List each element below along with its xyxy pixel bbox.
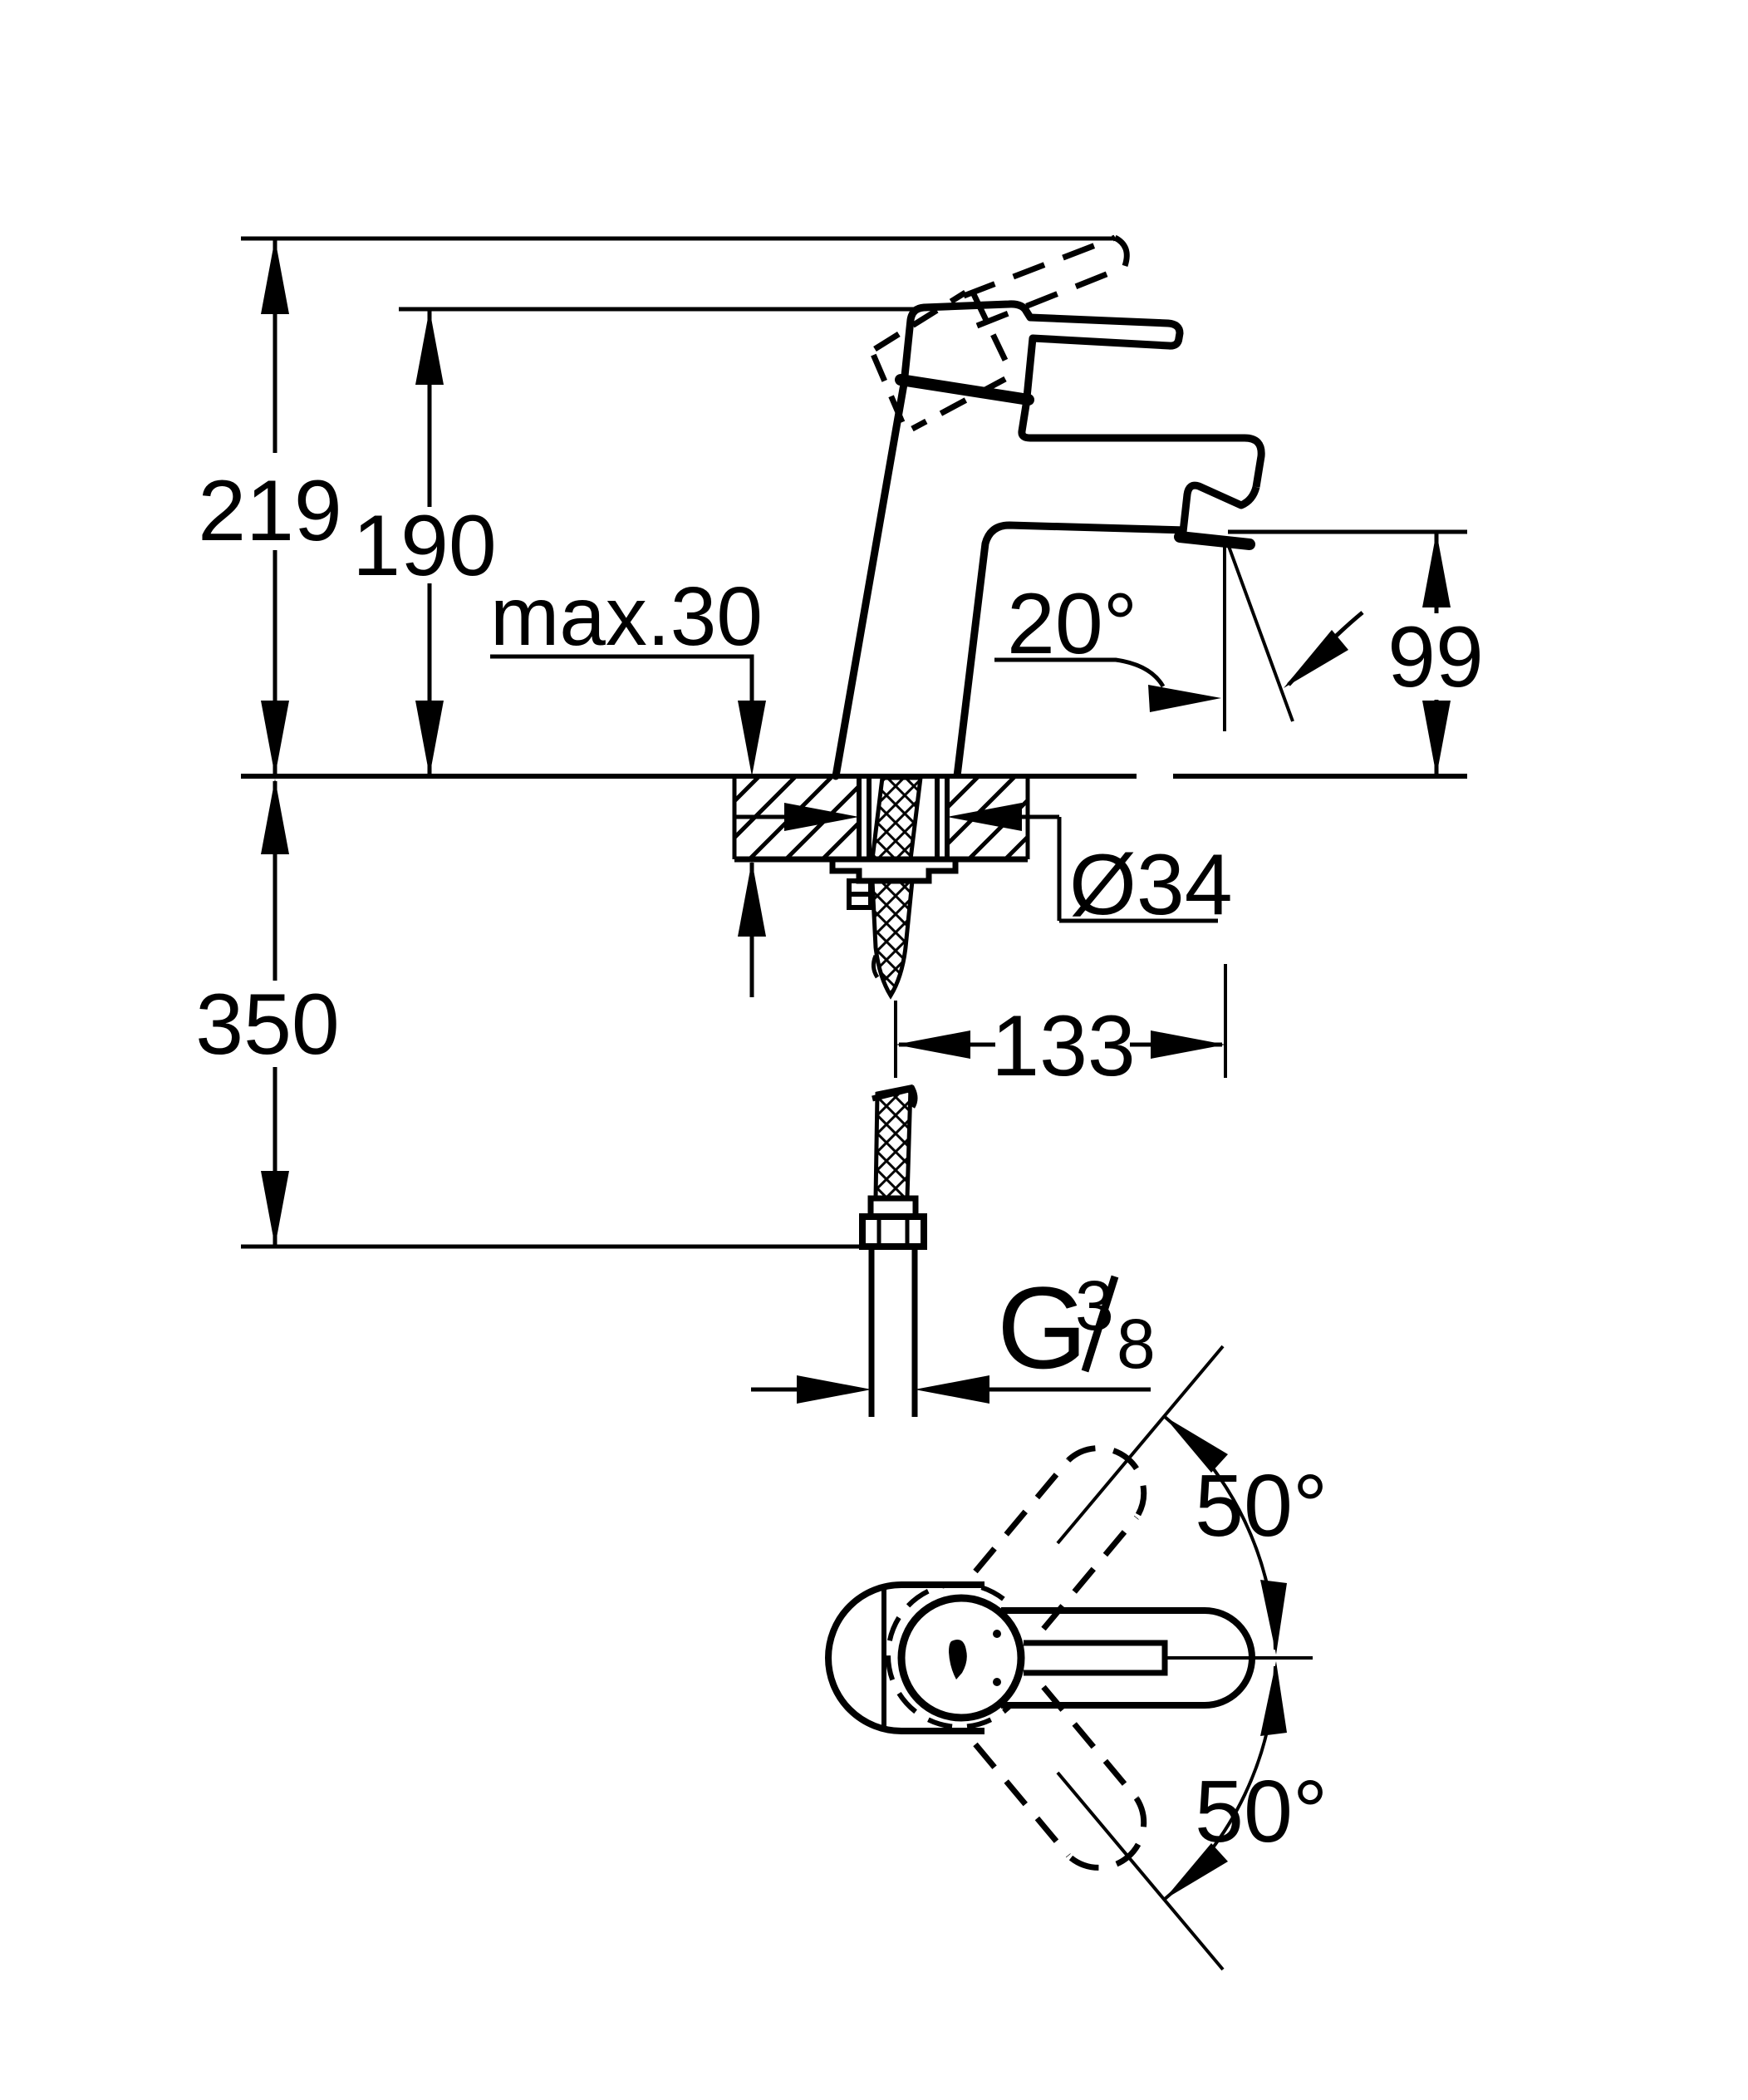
hose-nut	[859, 1213, 927, 1250]
dim-50deg-down-label: 50°	[1195, 1763, 1328, 1861]
plan-ext-line-down	[1056, 1771, 1225, 1971]
dimension-max30: max.30	[490, 570, 766, 997]
dim-350-label: 350	[195, 976, 340, 1073]
dim-max30-label: max.30	[490, 570, 763, 663]
dim-190-label: 190	[352, 498, 497, 594]
dimension-350: 350	[195, 779, 340, 1247]
lever-raised-dashed	[962, 234, 1130, 329]
plan-arc-up-arrow-leg	[1164, 1416, 1228, 1473]
dimension-133: 133	[894, 964, 1227, 1094]
mounting-flange	[829, 856, 959, 884]
plan-arc-down-arrow-leg	[1164, 1843, 1228, 1900]
mounting-stud	[847, 878, 873, 910]
plan-screw-dot-top	[993, 1630, 1001, 1638]
cap-joint-line	[895, 374, 1034, 406]
spout-top-edge	[1018, 399, 1265, 488]
plan-arc-down-arrow-axis	[1260, 1661, 1287, 1736]
spout-underside	[953, 521, 1187, 777]
hose-torn-tip	[871, 955, 880, 979]
plan-keyhole-mark	[949, 1640, 967, 1680]
thread-sub-label: 8	[1117, 1305, 1156, 1383]
dim-50deg-up-label: 50°	[1195, 1457, 1328, 1555]
hose-tube-walls	[868, 1247, 918, 1417]
stream-angle-line	[1225, 541, 1294, 722]
hose-lower-segment	[859, 1084, 927, 1417]
dimension-dia34: Ø34	[734, 803, 1233, 933]
dim-219-label: 219	[198, 463, 342, 559]
cap-and-lever-outline	[900, 300, 1184, 398]
thread-g-label: G	[997, 1262, 1088, 1393]
hose-cut-edge	[872, 1084, 918, 1109]
plan-screw-dot-bottom	[993, 1678, 1001, 1686]
dimension-20deg: 20°	[994, 576, 1364, 712]
hose-braid-in-hole	[870, 775, 923, 862]
plan-spout-bar	[825, 1581, 984, 1734]
shank-walls	[857, 778, 950, 859]
thread-slash	[1081, 1275, 1119, 1373]
dimension-219: 219	[198, 239, 342, 776]
faucet-body	[832, 234, 1294, 780]
dimension-190: 190	[352, 309, 497, 776]
dimension-99: 99	[1387, 532, 1484, 776]
dim-99-label: 99	[1387, 609, 1484, 706]
body-left-edge	[832, 380, 908, 780]
dimension-g38: G 3 8	[751, 1262, 1156, 1404]
plan-ext-line-up	[1056, 1345, 1225, 1545]
hose-braid-lower	[873, 1084, 913, 1201]
hose-nut-facets	[876, 1217, 910, 1247]
front-view: 219 190 max.30 350 Ø34 99	[195, 234, 1484, 1417]
dim-dia34-label: Ø34	[1069, 837, 1233, 933]
plan-view: 50° 50°	[825, 1345, 1328, 1971]
plan-arc-up-arrow-axis	[1260, 1580, 1287, 1655]
hose-braid-upper	[870, 878, 915, 1000]
dim-133-label: 133	[991, 998, 1136, 1094]
dim-20deg-label: 20°	[1007, 576, 1137, 672]
aerator-bottom-edge	[1174, 531, 1255, 550]
cap-rotated-dashed	[869, 290, 1014, 432]
aerator-outline	[1179, 481, 1260, 533]
